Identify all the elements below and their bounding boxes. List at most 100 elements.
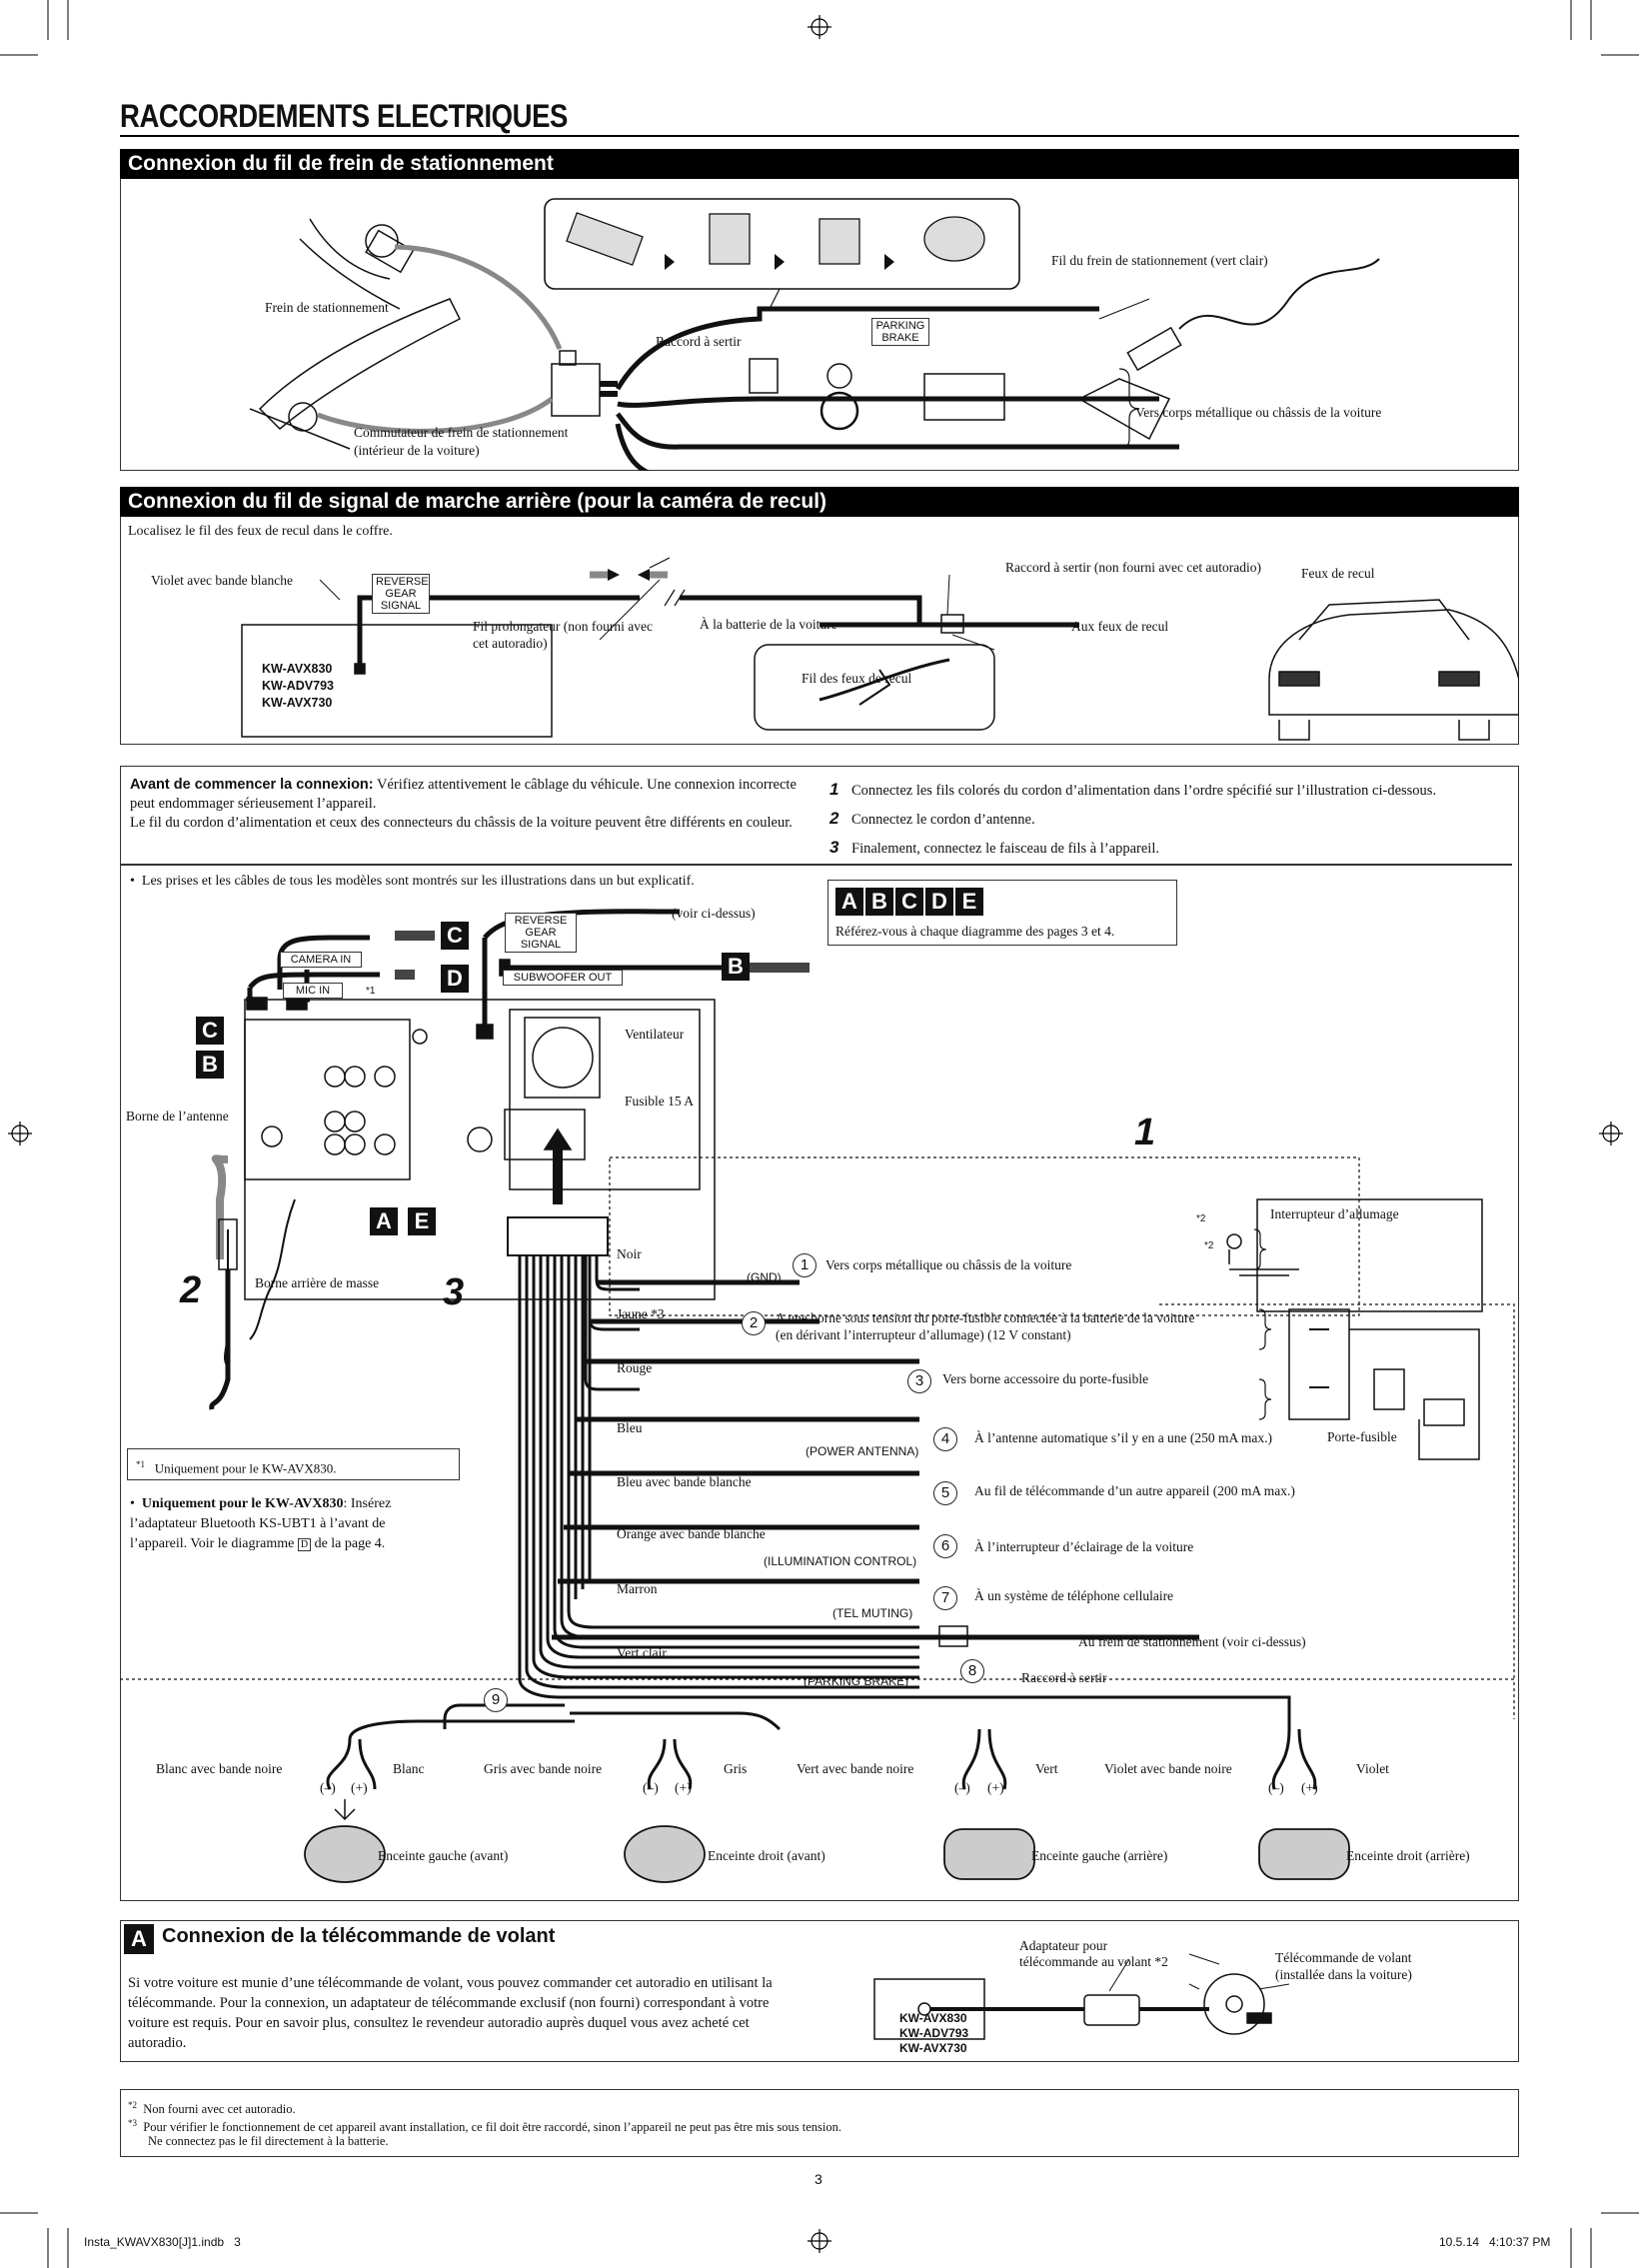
wire-7-tag: (TEL MUTING) [832,1606,913,1620]
big-number-1: 1 [1134,1112,1156,1153]
adaptateur-label-2: télécommande au volant *2 [1019,1954,1168,1969]
avant-paragraph: Avant de commencer la connexion: Vérifie… [130,776,800,833]
wire-6-number: 6 [933,1534,957,1558]
steps-divider [120,864,1512,866]
borne-masse-label: Borne arrière de masse [255,1275,380,1290]
big-number-3: 3 [443,1271,465,1313]
reverse-prolongateur-label-2: cet autoradio) [473,636,548,651]
note-3: Ne connectez pas le fil directement à la… [148,2134,389,2148]
marker-d-top: D [441,965,469,993]
wire-2-number: 2 [742,1311,766,1335]
wire-5-color: Bleu avec bande blanche [617,1474,752,1489]
speaker-2-plus: (+) [675,1780,692,1795]
speaker-1-pos: Blanc [393,1761,425,1776]
steering-title: Connexion de la télécommande de volant [162,1925,556,1947]
parking-brake-tag: PARKING BRAKE [871,318,929,346]
wire-1-tag: (GND) [747,1270,782,1284]
parking-raccord-label: Raccord à sertir [656,334,742,349]
reverse-model-1: KW-AVX830 [262,662,333,676]
star2-ground: *2 [1204,1240,1214,1251]
speaker-2-name: Enceinte droit (avant) [708,1848,825,1863]
speaker-3-minus: (–) [954,1780,970,1795]
telecommande-label-1: Télécommande de volant [1275,1950,1412,1965]
main-section [120,766,1519,1901]
wire-5-number: 5 [933,1481,957,1505]
wire-1-dest: Vers corps métallique ou châssis de la v… [825,1257,1072,1272]
speaker-3-name: Enceinte gauche (arrière) [1031,1848,1168,1863]
wire-2-color: Jaune *3 [617,1306,665,1321]
note-2: *3 Pour vérifier le fonctionnement de ce… [128,2118,841,2135]
abcde-box [827,880,1177,946]
abcde-letter-e: E [955,888,983,916]
steering-text: Si votre voiture est munie d’une télécom… [128,1975,773,2051]
speaker-2-pos: Gris [724,1761,748,1776]
reverse-batterie-label: À la batterie de la voiture [700,617,837,632]
reverse-fil-feux-label: Fil des feux de recul [802,671,912,686]
page-number: 3 [815,2171,822,2187]
reverse-raccord-label: Raccord à sertir (non fourni avec cet au… [1005,560,1262,575]
reverse-diagram [241,557,1519,741]
wire-8-color: Vert clair [617,1645,667,1660]
wire-9-number: 9 [484,1688,508,1712]
fusible-label: Fusible 15 A [625,1094,695,1109]
speaker-1-plus: (+) [351,1780,368,1795]
big-number-2: 2 [180,1269,202,1311]
star2-screw: *2 [1196,1213,1206,1224]
subwoofer-out-tag: SUBWOOFER OUT [503,970,623,986]
marker-b-top: B [722,953,750,981]
speaker-1-name: Enceinte gauche (avant) [378,1848,509,1863]
speaker-2-minus: (–) [643,1780,659,1795]
note-1: *2 Non fourni avec cet autoradio. [128,2100,296,2117]
speaker-4-neg: Violet avec bande noire [1104,1761,1232,1776]
speaker-1-neg: Blanc avec bande noire [156,1761,283,1776]
mic-in-tag: MIC IN [283,983,343,999]
abcde-letter-a: A [835,888,863,916]
speaker-3-pos: Vert [1035,1761,1058,1776]
wire-6-tag: (ILLUMINATION CONTROL) [764,1554,917,1568]
wire-8-number: 8 [960,1659,984,1683]
wire-3-number: 3 [907,1369,931,1393]
speaker-3-neg: Vert avec bande noire [797,1761,914,1776]
page-title: RACCORDEMENTS ELECTRIQUES [120,98,568,134]
reverse-section-title: Connexion du fil de signal de marche arr… [120,487,1519,517]
speaker-4-minus: (–) [1268,1780,1284,1795]
abcde-letter-b: B [865,888,893,916]
main-wiring-diagram [120,909,1515,1883]
raccord-sertir-label: Raccord à sertir [1021,1670,1107,1685]
parking-section-title: Connexion du fil de frein de stationneme… [120,149,1519,179]
speaker-2-neg: Gris avec bande noire [484,1761,603,1776]
star1-note-box: *1 Uniquement pour le KW-AVX830. [127,1448,460,1480]
abcde-letter-d: D [925,888,953,916]
voir-ci-dessus-label: (voir ci-dessus) [672,906,756,921]
unique-paragraph: • Uniquement pour le KW-AVX830: Insérez … [130,1496,392,1551]
marker-c-top: C [441,922,469,950]
marker-e: E [408,1207,436,1235]
parking-corps-label: Vers corps métallique ou châssis de la v… [1135,405,1382,420]
parking-commutateur-label-1: Commutateur de frein de stationnement [354,425,569,440]
steering-letter: A [124,1924,154,1954]
interrupteur-label: Interrupteur d’allumage [1270,1206,1399,1221]
abcde-ref-text: Référez-vous à chaque diagramme des page… [835,924,1115,939]
camera-in-tag: CAMERA IN [280,952,362,968]
speaker-4-pos: Violet [1356,1761,1389,1776]
speaker-4-plus: (+) [1301,1780,1318,1795]
wire-1-number: 1 [793,1253,817,1277]
wire-2-dest: A une borne sous tension du porte-fusibl… [776,1310,1195,1342]
porte-fusible-label: Porte-fusible [1327,1429,1397,1444]
avant-bold: Avant de commencer la connexion: [130,777,374,793]
steering-section [120,1920,1519,2062]
wire-7-number: 7 [933,1586,957,1610]
steering-model-1: KW-AVX830 [899,2011,967,2025]
reverse-aux-feux-label: Aux feux de recul [1071,619,1169,634]
adaptateur-label-1: Adaptateur pour [1019,1938,1108,1953]
marker-b-left: B [196,1051,224,1079]
wire-4-number: 4 [933,1427,957,1451]
wire-4-dest: À l’antenne automatique s’il y en a une … [974,1430,1273,1445]
wire-5-dest: Au fil de télécommande d’un autre appare… [974,1483,1295,1498]
wire-7-color: Marron [617,1581,658,1596]
marker-c-left: C [196,1017,224,1045]
